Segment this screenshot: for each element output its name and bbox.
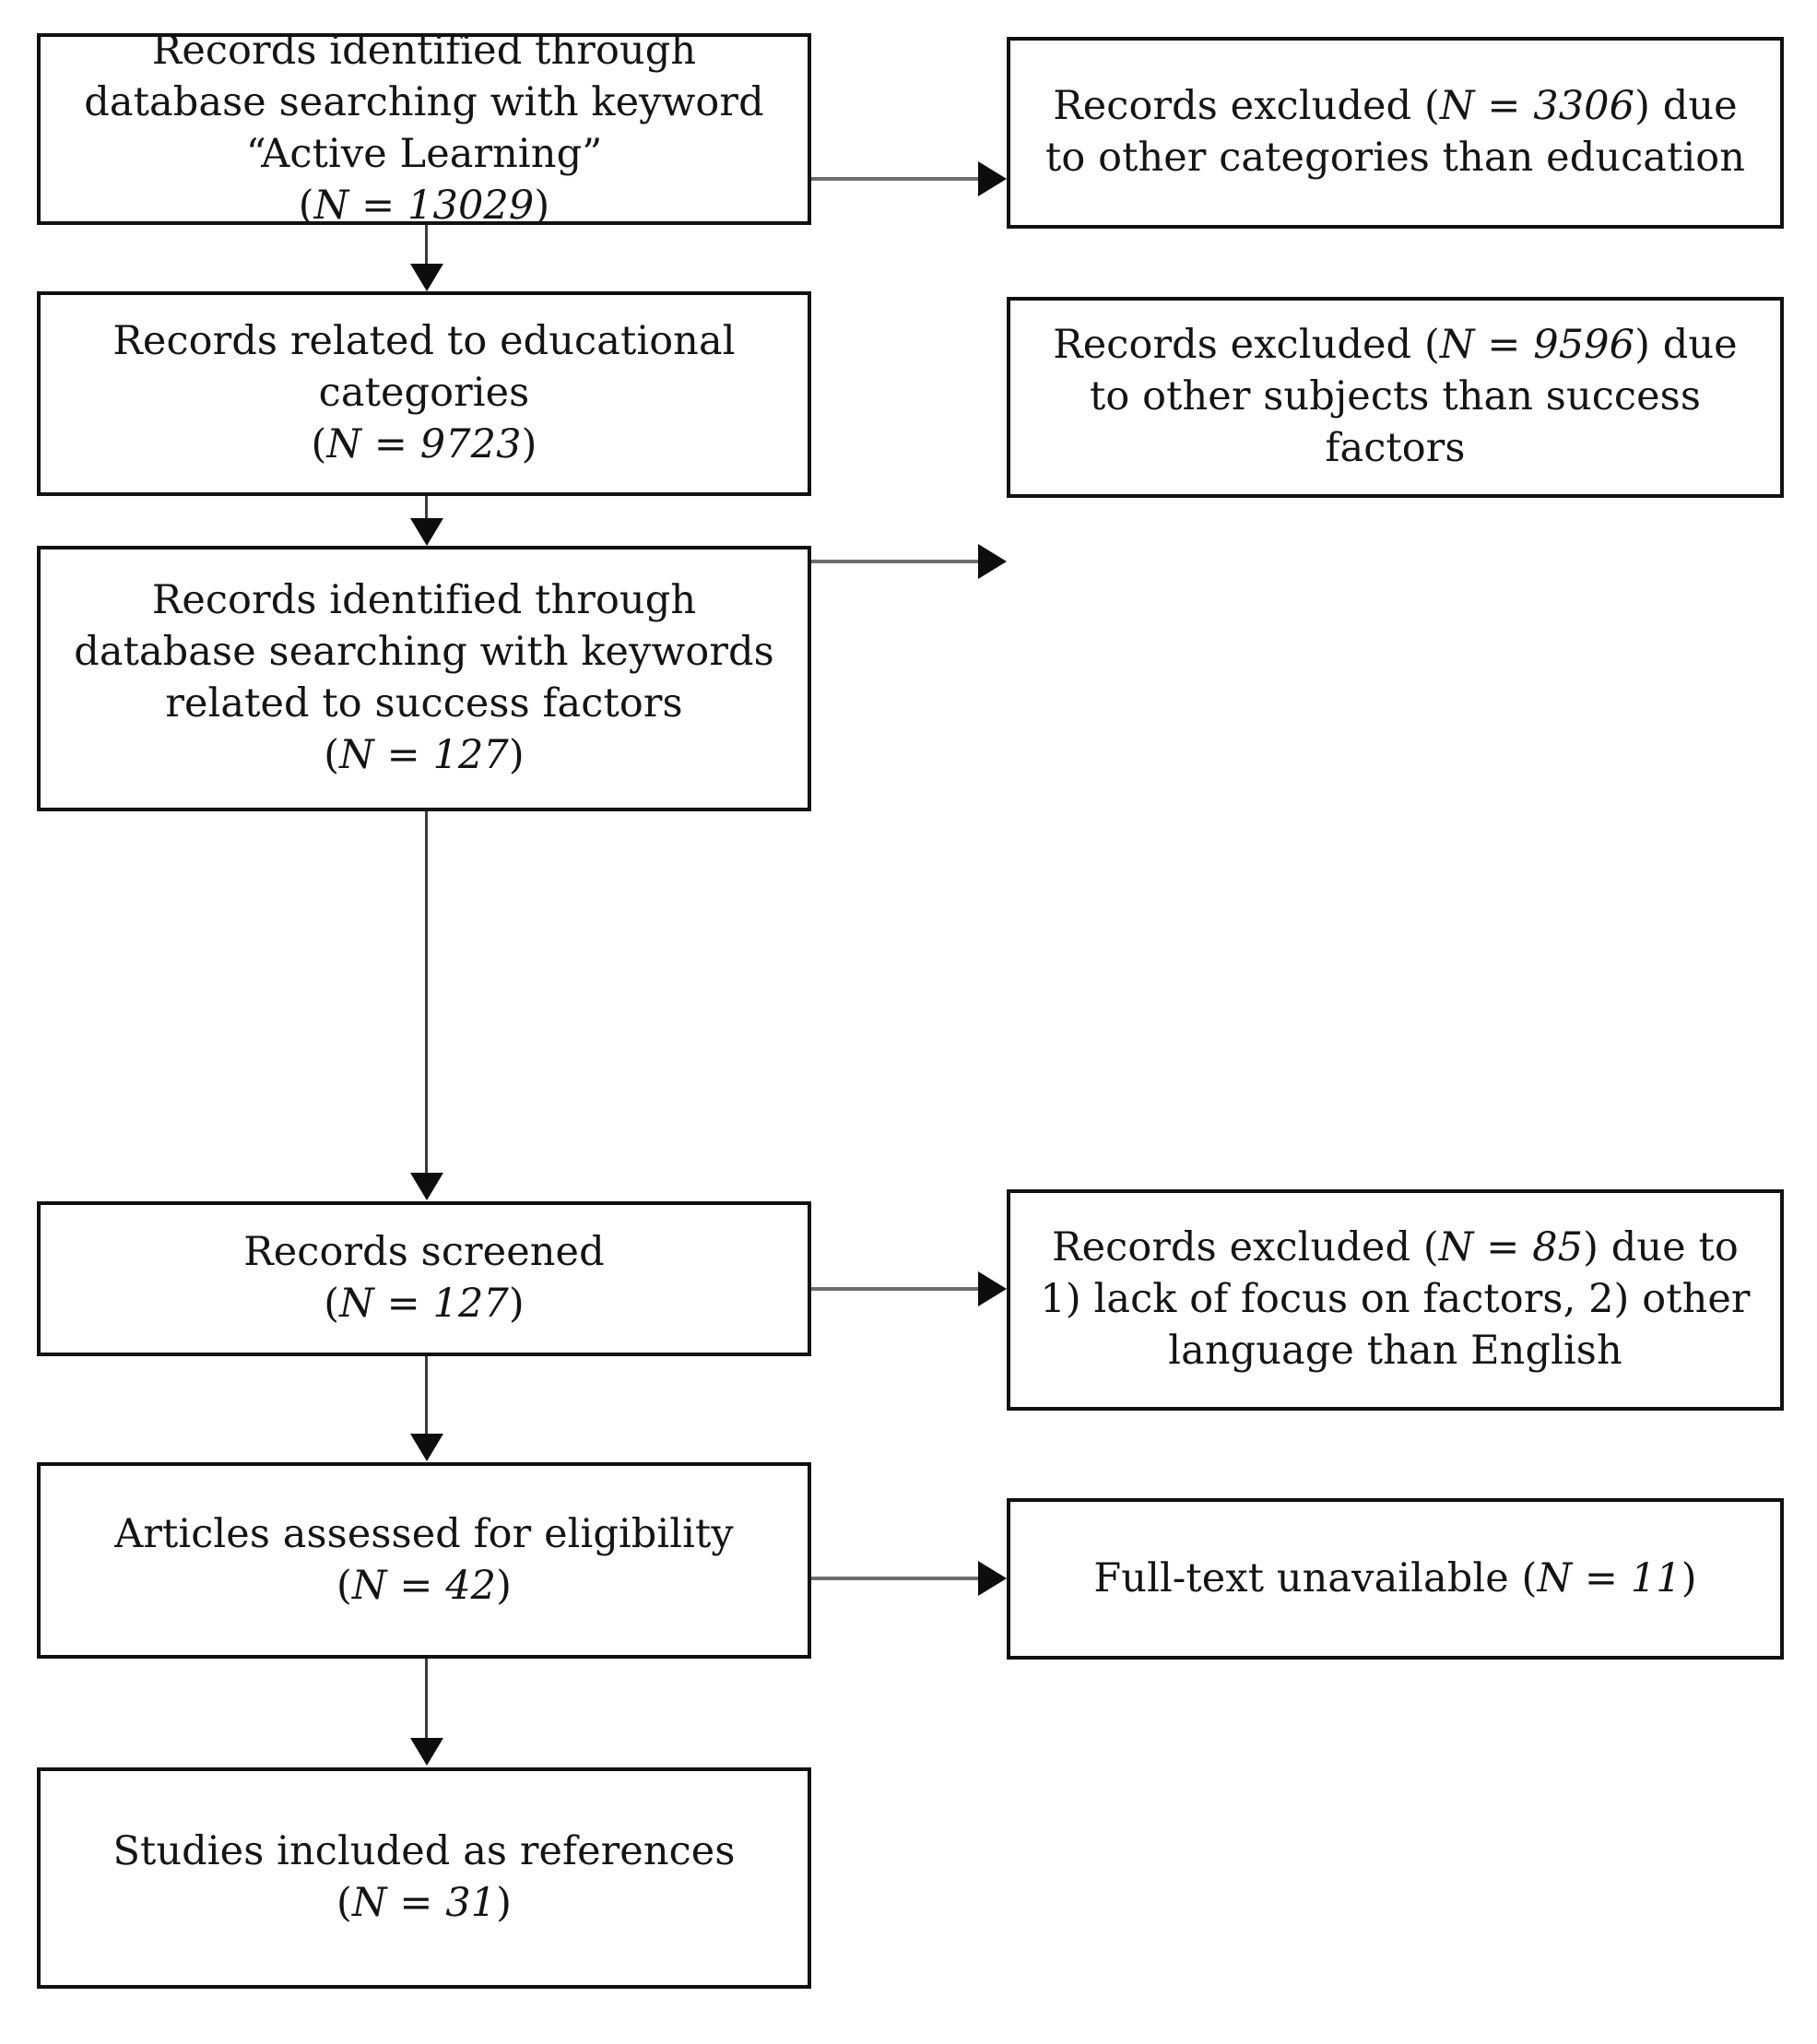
- flow-assessed-to-included-connector: [410, 1659, 443, 1767]
- records-identified-active-learning-text: Records identified through database sear…: [84, 28, 764, 229]
- records-excluded-other-subjects-box: Records excluded (N = 9596) due to other…: [1007, 297, 1784, 498]
- records-identified-active-learning-box: Records identified through database sear…: [37, 28, 811, 229]
- flow-success-factors-to-screened-connector: [410, 811, 443, 1201]
- studies-included-as-references-box: Studies included as references (N = 31): [37, 1767, 811, 1989]
- records-excluded-other-categories-box: Records excluded (N = 3306) due to other…: [1007, 37, 1784, 229]
- records-screened-box: Records screened (N = 127): [37, 1201, 811, 1356]
- records-identified-success-factors-box: Records identified through database sear…: [37, 546, 811, 811]
- articles-assessed-for-eligibility-text: Articles assessed for eligibility (N = 4…: [114, 1510, 734, 1609]
- flow-identified-to-related-connector: [410, 225, 443, 291]
- records-related-educational-categories-text: Records related to educational categorie…: [112, 318, 736, 467]
- records-excluded-other-categories-text: Records excluded (N = 3306) due to other…: [1044, 83, 1746, 181]
- articles-assessed-for-eligibility-box: Articles assessed for eligibility (N = 4…: [37, 1462, 811, 1659]
- flow-related-to-success-factors-connector: [410, 496, 443, 546]
- flow-related-to-excluded-subjects-connector: [811, 544, 1007, 579]
- records-excluded-screening-box: Records excluded (N = 85) due to 1) lack…: [1007, 1189, 1784, 1411]
- flow-assessed-to-full-text-unavailable-connector: [811, 1561, 1007, 1596]
- flow-screened-to-assessed-connector: [410, 1356, 443, 1462]
- records-identified-success-factors-text: Records identified through database sear…: [74, 577, 774, 778]
- flow-screened-to-excluded-screening-connector: [811, 1271, 1007, 1306]
- full-text-unavailable-box: Full-text unavailable (N = 11): [1007, 1498, 1784, 1660]
- records-excluded-other-subjects-text: Records excluded (N = 9596) due to other…: [1053, 322, 1738, 471]
- full-text-unavailable-text: Full-text unavailable (N = 11): [1093, 1554, 1697, 1601]
- records-screened-text: Records screened (N = 127): [243, 1229, 605, 1327]
- records-related-educational-categories-box: Records related to educational categorie…: [37, 291, 811, 496]
- studies-included-as-references-text: Studies included as references (N = 31): [112, 1828, 736, 1926]
- records-excluded-screening-text: Records excluded (N = 85) due to 1) lack…: [1040, 1224, 1751, 1374]
- flow-identified-to-excluded-categories-connector: [811, 161, 1007, 196]
